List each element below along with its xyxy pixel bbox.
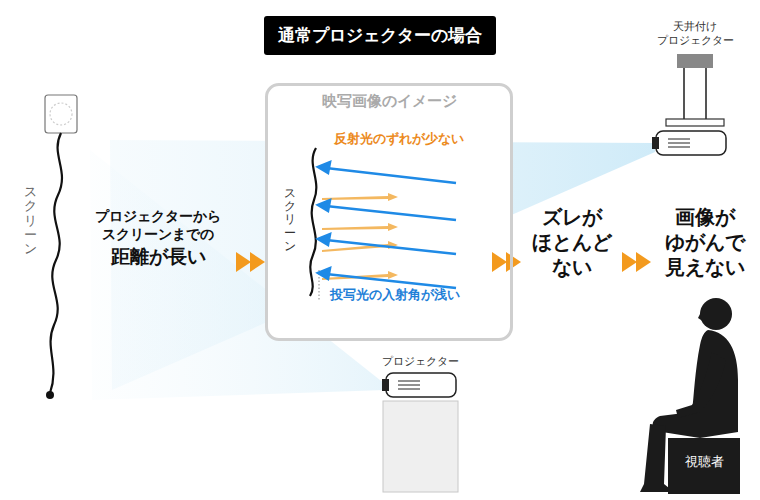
result-note: ズレが ほとんど ない [524, 205, 620, 280]
ceiling-projector-label: 天井付け プロジェクター [640, 20, 750, 48]
distance-note: プロジェクターから スクリーンまでの [88, 208, 228, 243]
viewer-label: 視聴者 [672, 454, 736, 470]
inner-screen-label: スクリーン [284, 187, 296, 253]
screen-case-dot [50, 103, 72, 125]
ceiling-projector [652, 54, 726, 155]
screen-weight [46, 391, 54, 399]
screen-sheet [50, 133, 62, 393]
floor-projector [382, 373, 458, 492]
screen-case [45, 95, 77, 133]
reflect-note: 反射光のずれが少ない [334, 131, 494, 147]
screen-label: スクリーン [24, 185, 37, 256]
inner-screen [310, 148, 316, 296]
projector-label: プロジェクター [370, 355, 470, 369]
image-panel: 映写画像のイメージ [265, 83, 513, 341]
panel-heading: 映写画像のイメージ [268, 92, 510, 111]
image-panel-fill [266, 84, 512, 340]
viewer-silhouette [640, 298, 740, 494]
conclusion-note: 画像が ゆがんで 見えない [654, 205, 756, 280]
incident-note: 投写光の入射角が浅い [330, 287, 500, 303]
title-bar: 通常プロジェクターの場合 [264, 16, 496, 55]
distance-emphasis: 距離が長い [98, 245, 218, 269]
incident-arrows [318, 162, 456, 288]
